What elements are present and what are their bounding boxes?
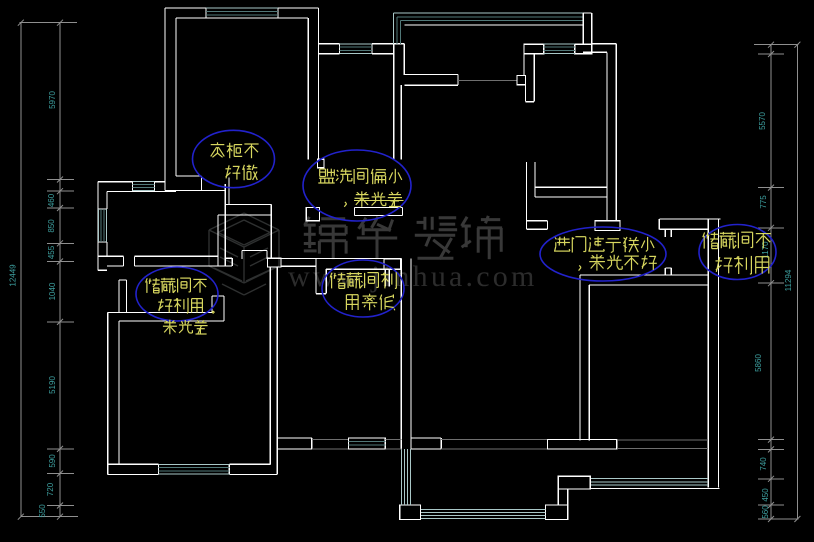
svg-text:1040: 1040	[48, 282, 57, 300]
svg-text:850: 850	[47, 219, 56, 233]
svg-text:12449: 12449	[9, 264, 18, 287]
svg-text:5570: 5570	[758, 112, 767, 130]
svg-text:590: 590	[48, 454, 57, 468]
svg-text:560: 560	[761, 505, 770, 519]
svg-text:460: 460	[47, 193, 56, 207]
svg-text:11294: 11294	[784, 269, 793, 291]
svg-text:5190: 5190	[48, 376, 57, 394]
svg-text:5970: 5970	[48, 91, 57, 109]
svg-text:5860: 5860	[754, 354, 763, 372]
svg-text:1170: 1170	[761, 241, 770, 259]
svg-text:720: 720	[46, 482, 55, 496]
svg-text:775: 775	[759, 195, 768, 209]
svg-text:740: 740	[759, 457, 768, 471]
svg-text:550: 550	[38, 504, 47, 518]
svg-text:450: 450	[761, 488, 770, 502]
svg-text:455: 455	[47, 245, 56, 259]
